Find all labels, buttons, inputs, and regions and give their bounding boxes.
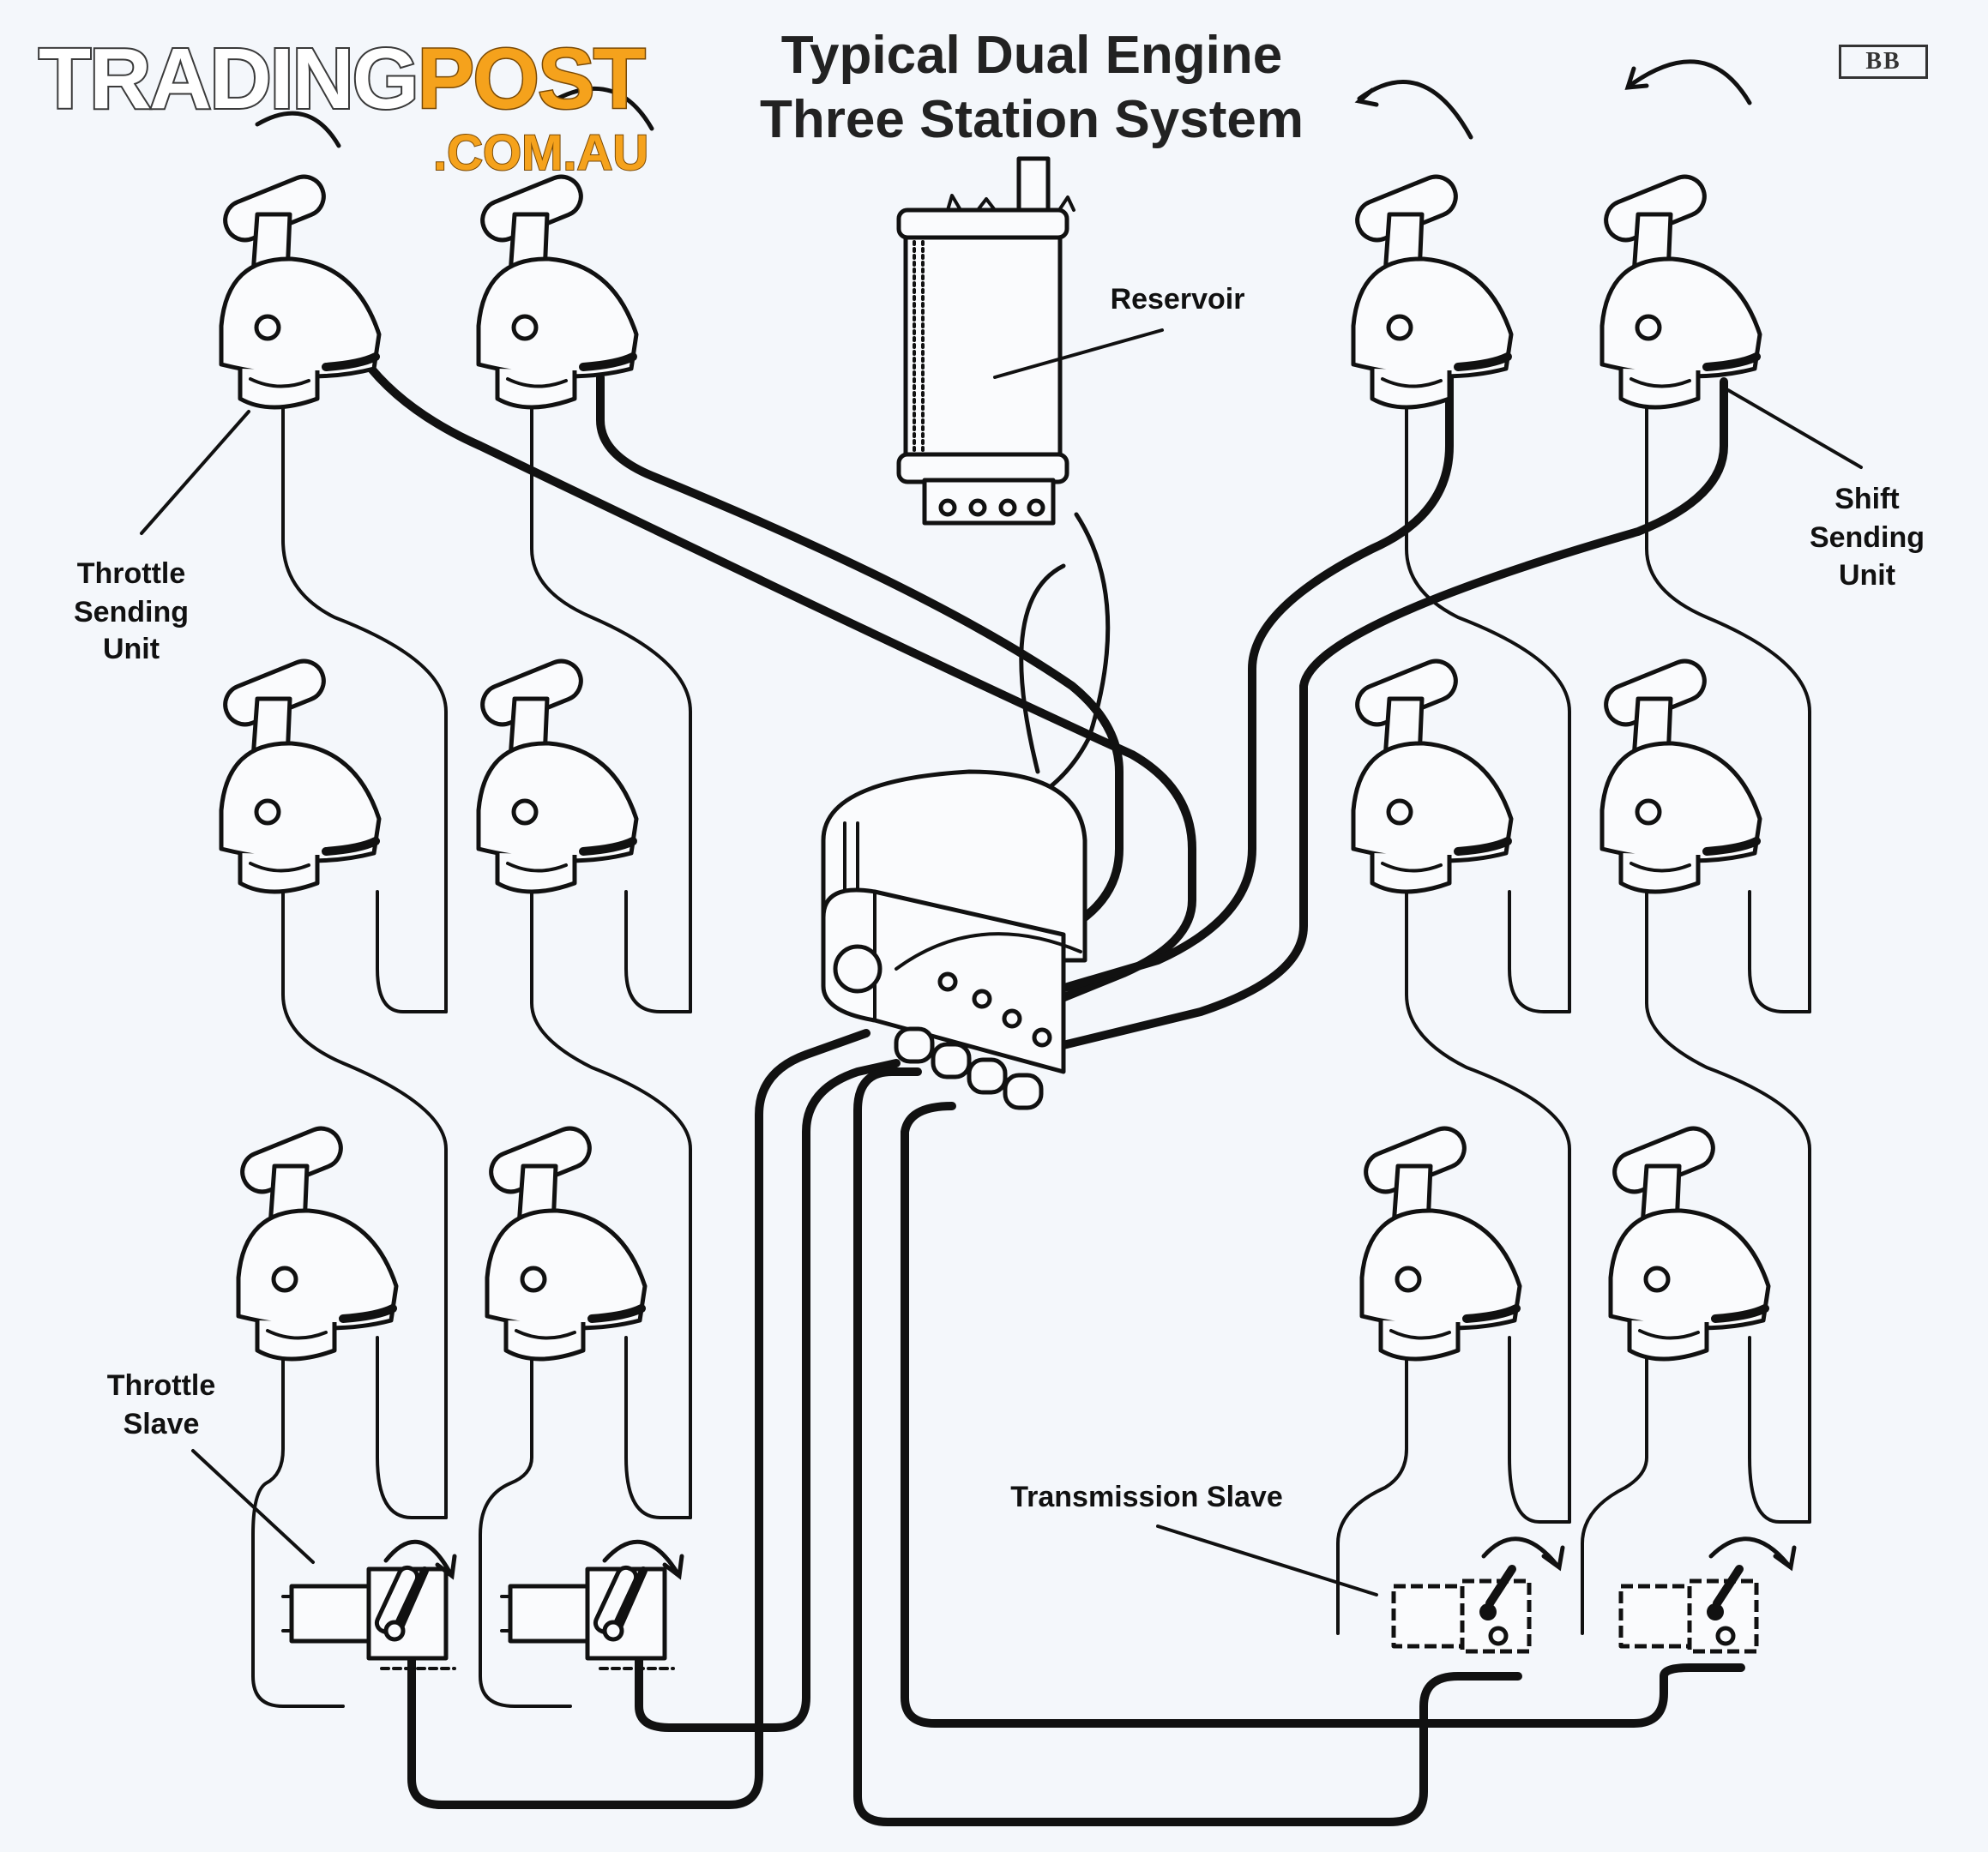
lever-top-right-a [1352,171,1511,407]
thick-line-bottom-2 [635,1059,901,1732]
lever-mid-right-b [1600,655,1760,892]
leader-reservoir [993,328,1164,379]
label-throttle-sending-1: Throttle [77,557,186,590]
leader-throttle-sending [140,410,250,535]
logo-text-orange: POST [416,31,647,127]
reservoir [896,156,1075,526]
line-right-a [1405,401,1571,1013]
label-shift-sending-3: Unit [1839,559,1895,592]
logo-domain: .COM.AU [432,125,649,181]
label-shift-sending-2: Sending [1810,521,1925,554]
leader-throttle-slave [191,1449,315,1564]
rotation-arrow-4 [1627,59,1752,105]
line-left-b [530,401,692,1013]
lever-mid-right-a [1352,655,1511,892]
line-left-a [281,401,448,1013]
label-shift-sending-1: Shift [1834,483,1900,515]
tradingpost-logo: TRADINGPOST [37,34,647,123]
lever-bottom-right-b [1609,1122,1768,1359]
title-line-2: Three Station System [760,90,1304,149]
transmission-slave-left [1394,1569,1529,1651]
title-line-1: Typical Dual Engine [781,26,1283,85]
throttle-sending-unit-top-left [220,171,379,407]
label-reservoir: Reservoir [1111,283,1245,316]
thick-line-top-right-1 [1008,373,1454,1007]
throttle-slave-left [283,1565,455,1669]
thick-line-top-left-1 [360,356,1196,1033]
thick-line-bottom-4 [901,1102,1745,1728]
leader-shift-sending [1726,388,1863,469]
lever-mid-left-b [477,655,636,892]
thick-line-bottom-1 [407,1029,871,1809]
shift-lever-top-left [477,171,636,407]
rotation-arrow-3 [1357,79,1473,140]
thick-line-top-right-2 [1038,377,1728,1055]
line-right-b [1645,401,1811,1013]
transmission-slave-right [1621,1569,1756,1651]
lever-bottom-left-b [485,1122,645,1359]
label-throttle-slave-2: Slave [123,1408,200,1440]
rotation-arrow-1 [255,111,341,148]
central-pump [821,769,1087,1110]
corner-mark: BB [1839,45,1928,79]
thick-line-bottom-3 [853,1067,1522,1826]
lever-mid-left-a [220,655,379,892]
lever-bottom-right-a [1360,1122,1520,1359]
label-throttle-slave-1: Throttle [107,1369,216,1402]
throttle-slave-right [502,1565,673,1669]
logo-text-white: TRADING [37,31,421,127]
lever-bottom-left-a [237,1122,396,1359]
shift-sending-unit-top-right [1600,171,1760,407]
label-throttle-sending-3: Unit [103,633,160,665]
thick-line-top-left-2 [596,373,1124,982]
leader-transmission-slave [1156,1524,1378,1596]
label-transmission-slave: Transmission Slave [1010,1481,1283,1513]
label-throttle-sending-2: Sending [74,596,189,628]
